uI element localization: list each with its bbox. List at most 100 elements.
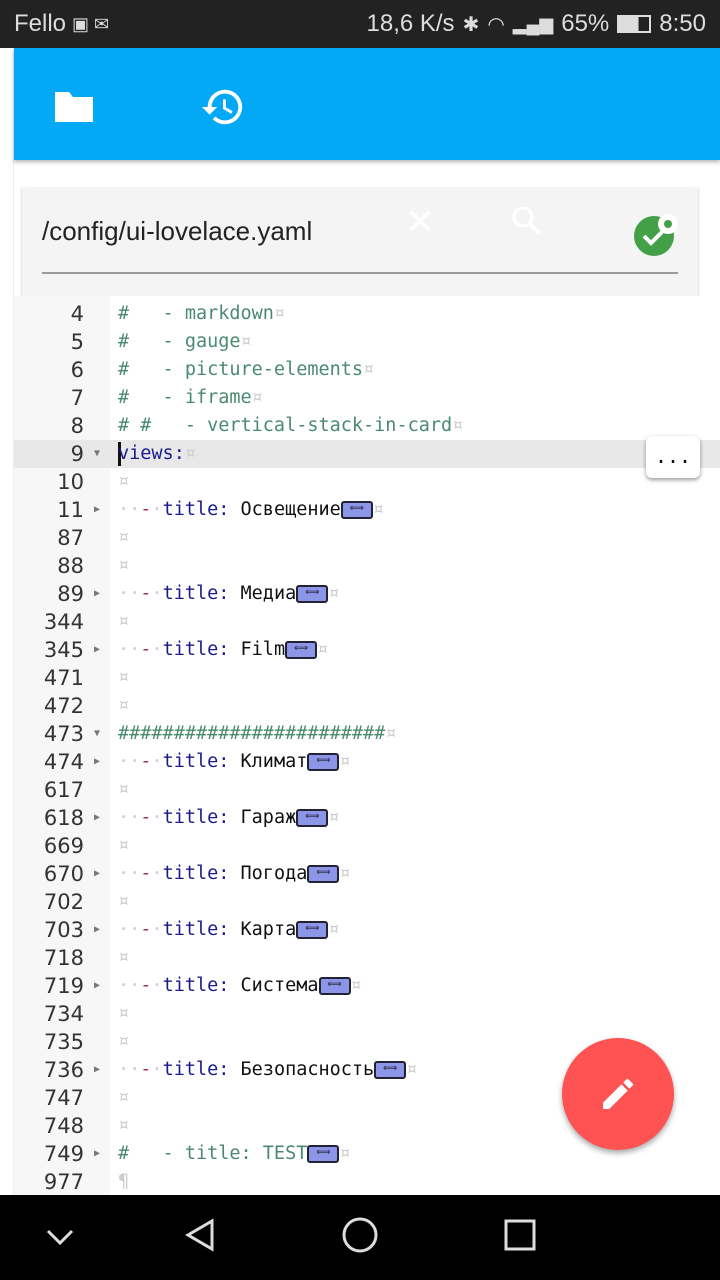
line-number: 670	[43, 862, 84, 886]
view-title: Медиа	[240, 583, 297, 604]
save-settings-icon[interactable]	[632, 210, 680, 258]
code-line[interactable]: 11▶··-·title: Освещение⟺¤	[14, 496, 720, 524]
code-line[interactable]: 9▼views:¤	[14, 440, 720, 468]
code-line[interactable]: 617¤	[14, 776, 720, 804]
fold-closed-icon[interactable]: ▶	[93, 980, 101, 991]
home-icon[interactable]	[340, 1215, 380, 1255]
fold-closed-icon[interactable]: ▶	[93, 588, 101, 599]
folded-marker[interactable]: ⟺	[374, 1061, 407, 1079]
line-number: 735	[43, 1030, 84, 1054]
file-card: /config/ui-lovelace.yaml ✕	[22, 188, 698, 308]
recents-icon[interactable]	[502, 1217, 538, 1253]
folded-marker[interactable]: ⟺	[340, 501, 373, 519]
folded-marker[interactable]: ⟺	[307, 753, 340, 771]
code-line[interactable]: 10¤	[14, 468, 720, 496]
code-line[interactable]: 670▶··-·title: Погода⟺¤	[14, 860, 720, 888]
fold-closed-icon[interactable]: ▶	[93, 924, 101, 935]
fold-closed-icon[interactable]: ▶	[93, 504, 101, 515]
line-number: 749	[43, 1142, 84, 1166]
comment-text: # - gauge	[118, 331, 241, 352]
code-line[interactable]: 474▶··-·title: Климат⟺¤	[14, 748, 720, 776]
folded-marker[interactable]: ⟺	[318, 977, 351, 995]
line-number: 345	[43, 638, 84, 662]
code-line[interactable]: 669¤	[14, 832, 720, 860]
back-icon[interactable]	[182, 1217, 218, 1253]
folded-marker[interactable]: ⟺	[296, 585, 329, 603]
code-line[interactable]: 747¤	[14, 1084, 720, 1112]
code-line[interactable]: 734¤	[14, 1000, 720, 1028]
code-line[interactable]: 473▼########################¤	[14, 720, 720, 748]
edit-fab[interactable]	[562, 1038, 674, 1150]
fold-open-icon[interactable]: ▼	[93, 728, 101, 739]
fold-closed-icon[interactable]: ▶	[93, 812, 101, 823]
code-line[interactable]: 718¤	[14, 944, 720, 972]
pencil-icon	[603, 1078, 634, 1109]
code-line[interactable]: 736▶··-·title: Безопасность⟺¤	[14, 1056, 720, 1084]
line-number: 11	[57, 498, 84, 522]
yaml-key: title:	[162, 639, 230, 660]
line-number: 344	[43, 610, 84, 634]
folded-marker[interactable]: ⟺	[307, 865, 340, 883]
folded-marker[interactable]: ⟺	[307, 1145, 340, 1163]
code-line[interactable]: 5# - gauge¤	[14, 328, 720, 356]
code-line[interactable]: 748¤	[14, 1112, 720, 1140]
line-number: 7	[70, 386, 84, 410]
code-line[interactable]: 703▶··-·title: Карта⟺¤	[14, 916, 720, 944]
code-line[interactable]: 7# - iframe¤	[14, 384, 720, 412]
hide-nav-icon[interactable]	[44, 1223, 76, 1251]
close-icon[interactable]: ✕	[404, 201, 436, 242]
folded-marker[interactable]: ⟺	[296, 921, 329, 939]
code-line[interactable]: 471¤	[14, 664, 720, 692]
more-options-button[interactable]: ...	[646, 436, 700, 478]
line-number: 5	[70, 330, 84, 354]
wifi-icon: ◠	[487, 13, 505, 36]
folder-icon[interactable]	[50, 84, 98, 128]
code-line[interactable]: 472¤	[14, 692, 720, 720]
folded-marker[interactable]: ⟺	[285, 641, 318, 659]
fold-open-icon[interactable]: ▼	[93, 448, 101, 459]
fold-closed-icon[interactable]: ▶	[93, 644, 101, 655]
code-line[interactable]: 977¶	[14, 1168, 720, 1195]
line-number: 88	[57, 554, 84, 578]
fold-closed-icon[interactable]: ▶	[93, 1064, 101, 1075]
battery-percent: 65%	[561, 10, 610, 37]
line-number: 10	[57, 470, 84, 494]
code-line[interactable]: 719▶··-·title: Система⟺¤	[14, 972, 720, 1000]
code-line[interactable]: 87¤	[14, 524, 720, 552]
drawer-edge	[0, 48, 14, 1198]
code-line[interactable]: 702¤	[14, 888, 720, 916]
comment-text: # - picture-elements	[118, 359, 364, 380]
fold-closed-icon[interactable]: ▶	[93, 756, 101, 767]
comment-text: # # - vertical-stack-in-card	[118, 415, 453, 436]
notification-icons: ▣ ✉	[72, 13, 110, 34]
search-icon[interactable]	[506, 200, 546, 240]
folded-marker[interactable]: ⟺	[296, 809, 329, 827]
app-bar	[14, 48, 720, 160]
file-path: /config/ui-lovelace.yaml	[42, 216, 313, 246]
code-line[interactable]: 6# - picture-elements¤	[14, 356, 720, 384]
clock: 8:50	[659, 10, 706, 37]
code-line[interactable]: 618▶··-·title: Гараж⟺¤	[14, 804, 720, 832]
code-line[interactable]: 345▶··-·title: Film⟺¤	[14, 636, 720, 664]
code-line[interactable]: 4# - markdown¤	[14, 300, 720, 328]
line-number: 719	[43, 974, 84, 998]
view-title: Безопасность	[240, 1059, 375, 1080]
code-line[interactable]: 88¤	[14, 552, 720, 580]
line-number: 977	[43, 1170, 84, 1194]
line-number: 748	[43, 1114, 84, 1138]
battery-icon	[617, 15, 652, 33]
code-line[interactable]: 735¤	[14, 1028, 720, 1056]
path-underline	[42, 272, 678, 274]
line-number: 703	[43, 918, 84, 942]
navigation-bar	[0, 1195, 720, 1280]
view-title: Климат	[240, 751, 308, 772]
code-line[interactable]: 344¤	[14, 608, 720, 636]
network-speed: 18,6 K/s	[366, 10, 455, 37]
fold-closed-icon[interactable]: ▶	[93, 1148, 101, 1159]
fold-closed-icon[interactable]: ▶	[93, 868, 101, 879]
code-line[interactable]: 749▶# - title: TEST⟺¤	[14, 1140, 720, 1168]
code-line[interactable]: 8# # - vertical-stack-in-card¤	[14, 412, 720, 440]
history-icon[interactable]	[198, 82, 248, 132]
code-line[interactable]: 89▶··-·title: Медиа⟺¤	[14, 580, 720, 608]
bluetooth-icon: ✱	[462, 13, 480, 36]
